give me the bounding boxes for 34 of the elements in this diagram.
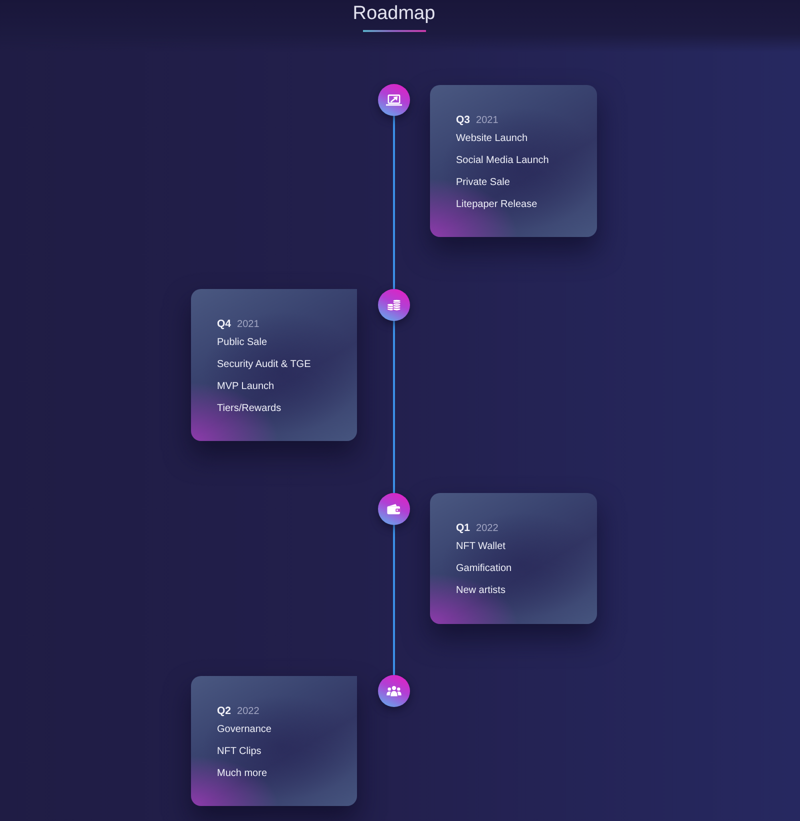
milestone-circle (378, 84, 410, 116)
year-label: 2022 (237, 705, 260, 719)
milestone-text: Public Sale (217, 336, 268, 350)
milestone-text: Litepaper Release (456, 198, 538, 212)
milestone-text: Tiers/Rewards (217, 402, 282, 416)
milestone-text: Gamification (456, 562, 512, 576)
year-label: 2021 (476, 114, 498, 128)
roadmap-card (191, 289, 357, 441)
milestone-circle (378, 675, 410, 707)
milestone-text: Private Sale (456, 176, 510, 190)
milestone-text: New artists (456, 584, 506, 598)
milestone-circle (378, 493, 410, 525)
milestone-text: Website Launch (456, 132, 528, 146)
roadmap-card (430, 493, 597, 624)
milestone-text: NFT Clips (217, 745, 262, 759)
year-label: 2021 (237, 318, 260, 332)
timeline-line (393, 321, 395, 493)
quarter-label: Q3 (456, 113, 470, 127)
milestone-text: Governance (217, 723, 272, 737)
milestone-circle (378, 289, 410, 321)
roadmap-card (430, 85, 597, 237)
milestone-text: Social Media Launch (456, 154, 549, 168)
page-title: Roadmap (352, 3, 436, 25)
quarter-label: Q2 (217, 704, 232, 718)
quarter-label: Q4 (217, 317, 232, 331)
year-label: 2022 (476, 522, 498, 536)
roadmap-card (191, 676, 357, 806)
milestone-text: Much more (217, 767, 268, 781)
milestone-text: Security Audit & TGE (217, 358, 311, 372)
timeline-line (393, 116, 395, 289)
timeline-line (393, 525, 395, 675)
quarter-label: Q1 (456, 521, 470, 535)
milestone-text: NFT Wallet (456, 540, 506, 554)
milestone-text: MVP Launch (217, 380, 274, 394)
